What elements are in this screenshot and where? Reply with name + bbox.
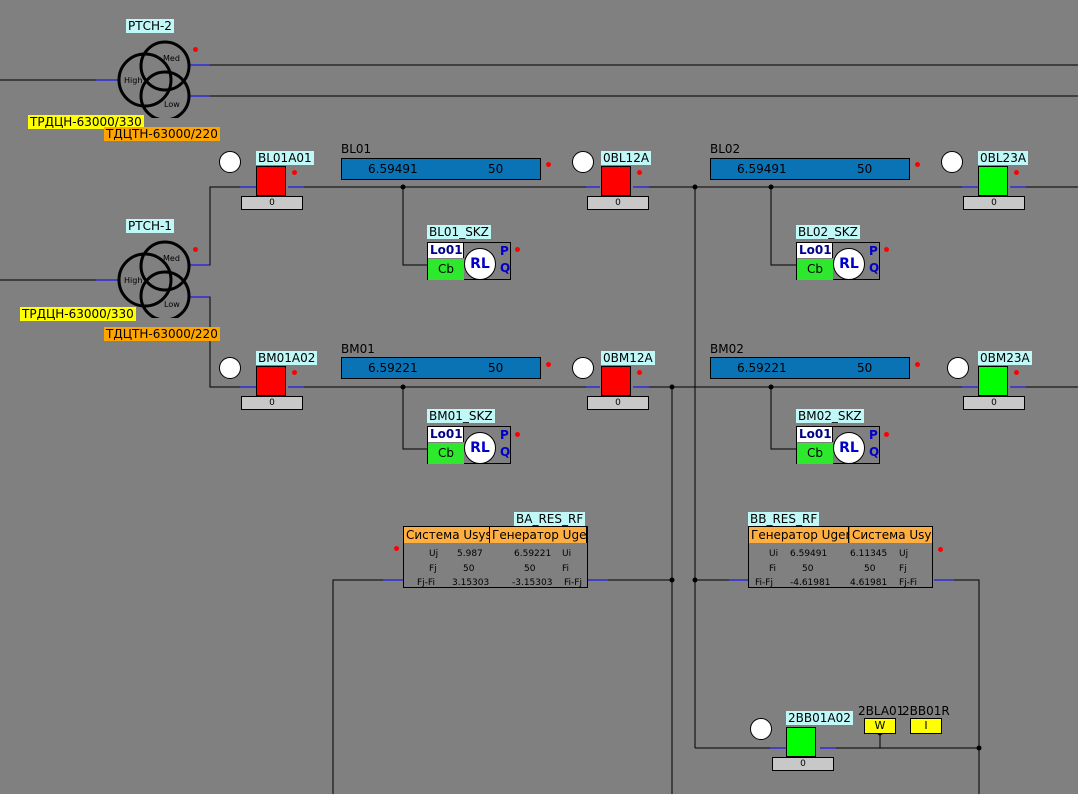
skz-bl02[interactable]: Lo01 Cb RL P Q <box>796 242 880 280</box>
switch-0bl12a-indicator[interactable] <box>572 151 594 173</box>
status-dot <box>546 362 551 367</box>
bus-bl02-voltage: 6.59491 <box>737 162 787 176</box>
transformer-rtsn1-type1: ТРДЦН-63000/330 <box>20 307 136 321</box>
switch-2bb01a02[interactable] <box>786 727 816 757</box>
bus-bl01-frequency: 50 <box>488 162 504 176</box>
indicator-w[interactable]: W <box>864 718 896 734</box>
status-dot <box>884 247 889 252</box>
skz-bm01[interactable]: Lo01 Cb RL P Q <box>427 426 511 464</box>
status-dot <box>1014 170 1019 175</box>
tag-2bla01: 2BLA01 <box>858 704 905 718</box>
status-dot <box>1014 370 1019 375</box>
switch-bm01a02-indicator[interactable] <box>219 357 241 379</box>
status-dot <box>292 170 297 175</box>
switch-0bl23a-label: 0BL23A <box>978 151 1029 165</box>
transformer-rtsn1-label: РТСН-1 <box>126 219 174 233</box>
skz-bm02-label: BM02_SKZ <box>796 409 864 423</box>
status-dot <box>394 546 399 551</box>
switch-0bl23a[interactable] <box>978 166 1008 196</box>
res-a-header-2: Генератор Ugen <box>490 527 587 543</box>
transformer-rtsn2-label: РТСН-2 <box>126 19 174 33</box>
switch-0bm23a-value: 0 <box>963 396 1025 410</box>
switch-bl01a01[interactable] <box>256 166 286 196</box>
bus-bm01-frequency: 50 <box>488 361 504 375</box>
switch-0bm12a-value: 0 <box>587 396 649 410</box>
bus-bl01[interactable]: 6.59491 50 <box>341 158 541 180</box>
bus-bl01-voltage: 6.59491 <box>368 162 418 176</box>
transformer-rtsn2-type2: ТДЦТН-63000/220 <box>104 127 220 141</box>
switch-0bm12a-indicator[interactable] <box>572 357 594 379</box>
switch-0bl23a-indicator[interactable] <box>941 151 963 173</box>
status-dot <box>637 370 642 375</box>
switch-bm01a02[interactable] <box>256 366 286 396</box>
status-dot <box>915 362 920 367</box>
switch-0bm12a-label: 0BM12A <box>601 351 655 365</box>
transformer-rtsn1[interactable]: High Med Low <box>115 238 215 322</box>
status-dot <box>938 547 943 552</box>
switch-bm01a02-label: BM01A02 <box>256 351 318 365</box>
res-b-panel[interactable]: Генератор Ugen Система Usys Ui 6.59491 6… <box>748 526 933 588</box>
transformer-rtsn1-type2: ТДЦТН-63000/220 <box>104 327 220 341</box>
switch-2bb01a02-label: 2BB01A02 <box>786 711 853 725</box>
switch-0bm23a[interactable] <box>978 366 1008 396</box>
switch-bl01a01-label: BL01A01 <box>256 151 314 165</box>
switch-2bb01a02-indicator[interactable] <box>750 718 772 740</box>
switch-bl01a01-value: 0 <box>241 196 303 210</box>
status-dot <box>884 432 889 437</box>
switch-bm01a02-value: 0 <box>241 396 303 410</box>
bus-bm02-label: BM02 <box>710 342 744 356</box>
switch-0bm23a-indicator[interactable] <box>947 357 969 379</box>
res-a-panel[interactable]: Система Usys Генератор Ugen Uj 5.987 6.5… <box>403 526 588 588</box>
status-dot <box>515 247 520 252</box>
switch-0bl23a-value: 0 <box>963 196 1025 210</box>
switch-0bm12a[interactable] <box>601 366 631 396</box>
bus-bl02-label: BL02 <box>710 142 741 156</box>
status-dot <box>637 170 642 175</box>
bus-bl02[interactable]: 6.59491 50 <box>710 158 910 180</box>
transformer-rtsn2-type1: ТРДЦН-63000/330 <box>28 115 144 129</box>
skz-bm02[interactable]: Lo01 Cb RL P Q <box>796 426 880 464</box>
switch-2bb01a02-value: 0 <box>772 757 834 771</box>
bus-bm02[interactable]: 6.59221 50 <box>710 357 910 379</box>
bus-bm01-label: BM01 <box>341 342 375 356</box>
status-dot <box>193 47 198 52</box>
tag-2bb01r: 2BB01R <box>902 704 950 718</box>
status-dot <box>292 370 297 375</box>
bus-bm02-voltage: 6.59221 <box>737 361 787 375</box>
indicator-i[interactable]: I <box>910 718 942 734</box>
res-a-label: BA_RES_RF <box>514 512 586 526</box>
switch-0bl12a-value: 0 <box>587 196 649 210</box>
transformer-rtsn2[interactable]: High Med Low <box>115 38 215 122</box>
res-b-header-2: Система Usys <box>850 527 933 543</box>
switch-0bl12a-label: 0BL12A <box>601 151 652 165</box>
status-dot <box>915 162 920 167</box>
switch-0bm23a-label: 0BM23A <box>978 351 1032 365</box>
res-b-header-1: Генератор Ugen <box>749 527 849 543</box>
res-b-label: BB_RES_RF <box>748 512 820 526</box>
skz-bm01-label: BM01_SKZ <box>427 409 495 423</box>
bus-bl02-frequency: 50 <box>857 162 873 176</box>
status-dot <box>515 432 520 437</box>
bus-bm02-frequency: 50 <box>857 361 873 375</box>
skz-bl01[interactable]: Lo01 Cb RL P Q <box>427 242 511 280</box>
bus-bl01-label: BL01 <box>341 142 372 156</box>
switch-bl01a01-indicator[interactable] <box>219 151 241 173</box>
res-a-header-1: Система Usys <box>404 527 490 543</box>
switch-0bl12a[interactable] <box>601 166 631 196</box>
status-dot <box>193 247 198 252</box>
bus-bm01[interactable]: 6.59221 50 <box>341 357 541 379</box>
skz-bl02-label: BL02_SKZ <box>796 225 860 239</box>
skz-bl01-label: BL01_SKZ <box>427 225 491 239</box>
status-dot <box>546 162 551 167</box>
bus-bm01-voltage: 6.59221 <box>368 361 418 375</box>
